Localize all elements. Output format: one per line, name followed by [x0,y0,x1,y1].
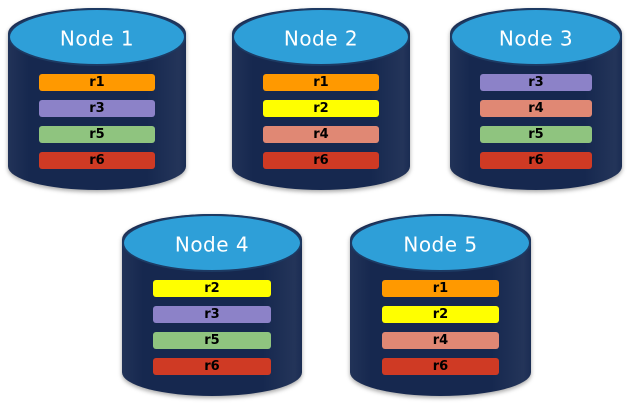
replica-list: r1 r2 r4 r6 [382,280,499,375]
node-label: Node 1 [59,26,135,51]
node-label: Node 3 [498,26,574,51]
replica-label: r4 [432,333,449,348]
replica-bar[interactable]: r5 [153,332,271,349]
replica-label: r2 [204,281,220,296]
replica-label: r5 [89,127,105,142]
replica-bar[interactable]: r3 [480,74,592,91]
replica-label: r2 [313,101,329,116]
node-cylinder[interactable]: Node 1 r1 r3 r5 r6 [8,8,186,190]
replica-list: r3 r4 r5 r6 [480,74,592,169]
cylinder-top-ellipse: Node 1 [8,8,186,66]
replica-bar[interactable]: r2 [263,100,379,117]
cylinder-top-ellipse: Node 4 [122,214,302,272]
cylinder-top-ellipse: Node 2 [232,8,410,66]
node-cylinder[interactable]: Node 5 r1 r2 r4 r6 [350,214,531,396]
replica-label: r6 [432,359,449,374]
replica-list: r1 r2 r4 r6 [263,74,379,169]
replica-label: r1 [432,281,449,296]
replica-label: r6 [204,359,220,374]
replica-label: r1 [89,75,105,90]
replica-bar[interactable]: r3 [39,100,155,117]
node-cylinder[interactable]: Node 3 r3 r4 r5 r6 [450,8,622,190]
replica-label: r6 [313,153,329,168]
replica-bar[interactable]: r6 [39,152,155,169]
replica-bar[interactable]: r4 [480,100,592,117]
replica-label: r3 [204,307,220,322]
replica-label: r3 [528,75,544,90]
node-cylinder[interactable]: Node 4 r2 r3 r5 r6 [122,214,302,396]
replica-bar[interactable]: r5 [39,126,155,143]
replica-bar[interactable]: r2 [153,280,271,297]
replica-label: r1 [313,75,329,90]
replica-bar[interactable]: r1 [263,74,379,91]
replica-bar[interactable]: r3 [153,306,271,323]
replica-bar[interactable]: r1 [39,74,155,91]
node-cylinder[interactable]: Node 2 r1 r2 r4 r6 [232,8,410,190]
node-label: Node 4 [174,232,250,257]
replica-label: r5 [204,333,220,348]
replica-label: r4 [528,101,544,116]
replica-bar[interactable]: r4 [263,126,379,143]
replica-bar[interactable]: r2 [382,306,499,323]
replica-label: r2 [432,307,449,322]
cylinder-top-ellipse: Node 3 [450,8,622,66]
replica-label: r6 [89,153,105,168]
replica-label: r4 [313,127,329,142]
replica-list: r2 r3 r5 r6 [153,280,271,375]
replica-label: r5 [528,127,544,142]
replica-list: r1 r3 r5 r6 [39,74,155,169]
replica-bar[interactable]: r6 [153,358,271,375]
replica-bar[interactable]: r1 [382,280,499,297]
replica-bar[interactable]: r6 [263,152,379,169]
replica-bar[interactable]: r5 [480,126,592,143]
replica-bar[interactable]: r6 [480,152,592,169]
replica-bar[interactable]: r4 [382,332,499,349]
replica-label: r3 [89,101,105,116]
node-label: Node 5 [403,232,478,257]
replica-bar[interactable]: r6 [382,358,499,375]
node-label: Node 2 [283,26,359,51]
cylinder-top-ellipse: Node 5 [350,214,531,272]
replica-label: r6 [528,153,544,168]
